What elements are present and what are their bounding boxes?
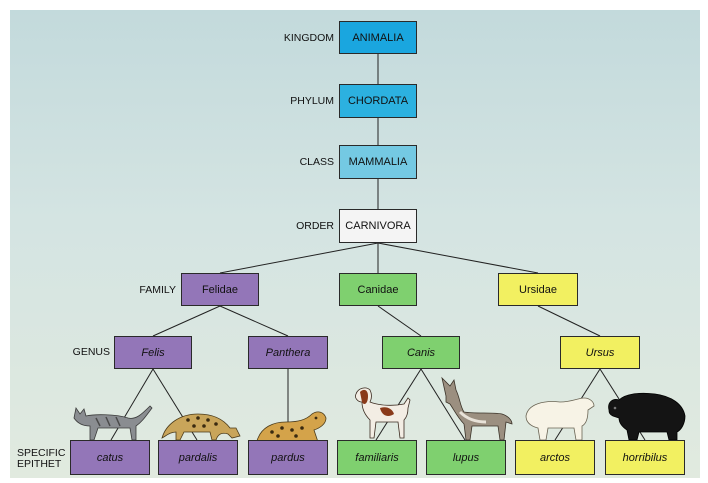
connector-ursidae-ursus [537, 305, 601, 337]
rank-label-class: CLASS [299, 156, 334, 168]
node-kingdom-animalia: ANIMALIA [339, 21, 417, 54]
epithet-label-line1: SPECIFIC [17, 447, 66, 459]
node-family-canidae: Canidae [339, 273, 417, 306]
node-epithet-lupus: lupus [426, 440, 506, 475]
node-epithet-catus: catus [70, 440, 150, 475]
rank-label-kingdom: KINGDOM [283, 32, 334, 44]
black-bear-icon [608, 392, 686, 441]
node-genus-panthera: Panthera [248, 336, 328, 369]
rank-label-family: FAMILY [139, 284, 176, 296]
rank-label-genus: GENUS [72, 346, 110, 358]
connector-felidae-felis [152, 305, 221, 337]
node-order-carnivora: CARNIVORA [339, 209, 417, 243]
rank-label-phylum: PHYLUM [290, 95, 334, 107]
node-epithet-arctos: arctos [515, 440, 595, 475]
node-epithet-horribilus: horribilus [605, 440, 685, 475]
node-class-mammalia: MAMMALIA [339, 145, 417, 179]
connector-order-ursidae [377, 242, 539, 274]
node-family-felidae: Felidae [181, 273, 259, 306]
connector-felidae-panthera [219, 305, 289, 337]
dog-icon [355, 387, 411, 439]
node-epithet-pardalis: pardalis [158, 440, 238, 475]
node-genus-canis: Canis [382, 336, 460, 369]
connector-canidae-canis [377, 305, 422, 337]
ocelot-icon [161, 413, 241, 441]
rank-label-specific-epithet: SPECIFIC EPITHET [17, 448, 77, 470]
leopard-icon [256, 411, 327, 445]
rank-label-order: ORDER [296, 220, 334, 232]
cat-icon [73, 405, 153, 441]
connector-order-felidae [219, 242, 379, 274]
node-phylum-chordata: CHORDATA [339, 84, 417, 118]
node-epithet-familiaris: familiaris [337, 440, 417, 475]
node-genus-ursus: Ursus [560, 336, 640, 369]
node-epithet-pardus: pardus [248, 440, 328, 475]
polar-bear-icon [525, 397, 595, 441]
node-genus-felis: Felis [114, 336, 192, 369]
node-family-ursidae: Ursidae [498, 273, 578, 306]
wolf-icon [441, 376, 513, 441]
connector-canis-lupus [420, 368, 466, 441]
epithet-label-line2: EPITHET [17, 458, 62, 470]
